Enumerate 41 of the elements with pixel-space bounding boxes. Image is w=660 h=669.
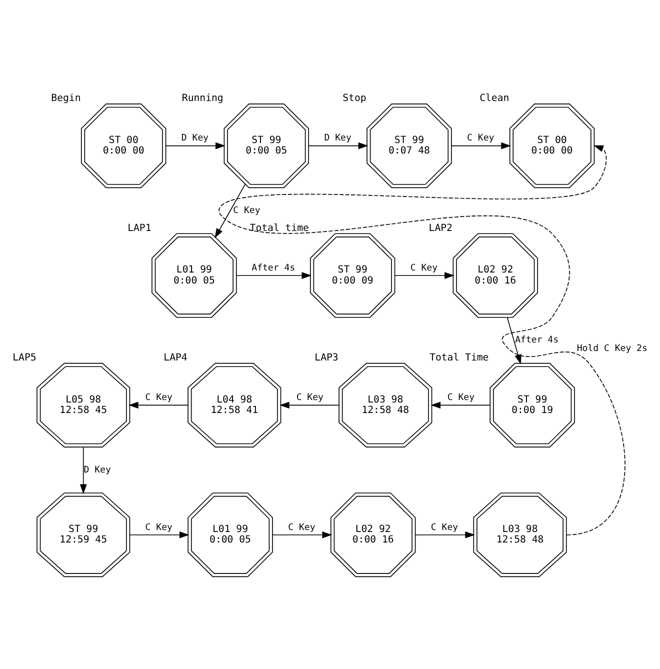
arrow <box>414 530 476 538</box>
arrow <box>308 142 368 149</box>
edge-label: D Key <box>181 133 209 144</box>
edge-label: C Key <box>430 522 458 532</box>
arrow <box>165 142 226 149</box>
edge-label: C Key <box>467 133 494 144</box>
node-label: Total Time <box>430 352 489 364</box>
arrow <box>236 272 312 278</box>
edge-label: D Key <box>84 464 111 475</box>
edge-label: Hold C Key 2s <box>576 344 648 354</box>
arrow <box>394 272 454 278</box>
edge-label: C Key <box>233 205 260 216</box>
node-label: LAP5 <box>12 352 36 364</box>
node-label: LAP3 <box>314 352 338 364</box>
edge-label: After 4s <box>252 262 296 273</box>
edge-label: After 4s <box>515 335 559 346</box>
edge-label: C Key <box>145 392 172 403</box>
edge-label: C Key <box>296 392 324 403</box>
arrow <box>506 316 522 364</box>
arrow <box>430 401 491 408</box>
edge-label: C Key <box>410 262 438 273</box>
node-label: Clean <box>480 92 510 104</box>
arrow <box>214 183 246 238</box>
edge-label: D Key <box>324 133 352 144</box>
node-label: Stop <box>342 92 366 104</box>
node-label: Running <box>182 92 224 104</box>
node-label: LAP1 <box>128 222 152 234</box>
arrow <box>279 401 340 408</box>
arrow <box>129 530 190 538</box>
node-label: Begin <box>51 92 81 104</box>
arrow <box>450 142 511 149</box>
arrow <box>218 144 626 535</box>
node-label: LAP2 <box>428 222 452 234</box>
arrow <box>128 401 189 408</box>
edge-label: C Key <box>447 392 475 403</box>
node-label: Total time <box>250 222 309 234</box>
arrow <box>272 530 332 538</box>
arrow <box>80 446 87 494</box>
edge-label: C Key <box>145 522 172 532</box>
node-label: LAP4 <box>164 352 188 364</box>
edge-label: C Key <box>288 522 316 532</box>
